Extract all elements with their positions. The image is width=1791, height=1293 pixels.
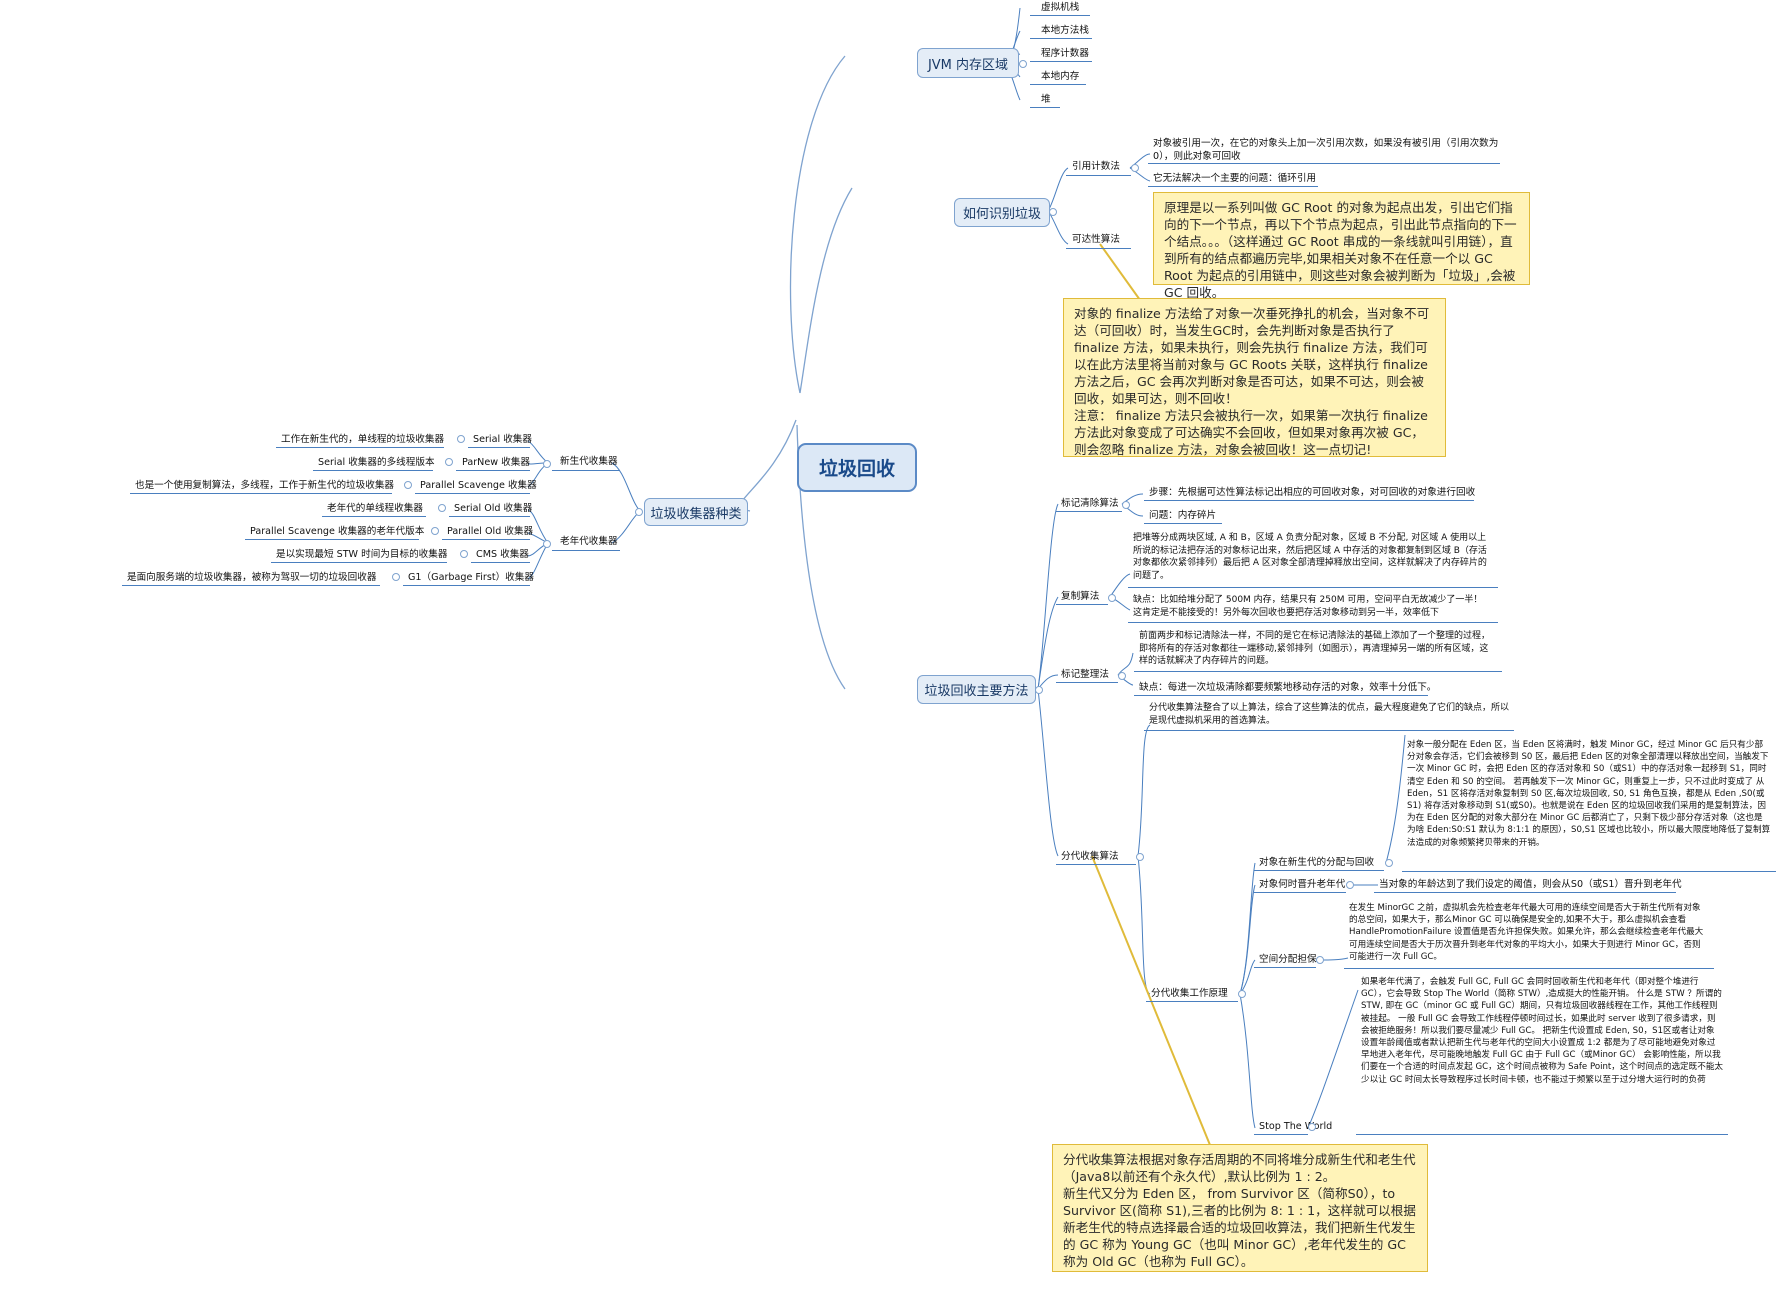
jvm-item-2: 程序计数器 xyxy=(1041,48,1089,59)
stw-label: Stop The World xyxy=(1259,1121,1333,1132)
guarantee-expander[interactable] xyxy=(1316,956,1324,964)
gc-methods-label: 垃圾回收主要方法 xyxy=(924,684,1029,699)
young-item-1-expander[interactable] xyxy=(445,458,453,466)
old-item-0-expander[interactable] xyxy=(438,504,446,512)
ref-counting-item-1: 它无法解决一个主要的问题：循环引用 xyxy=(1153,173,1317,184)
old-item-0-name: Serial Old 收集器 xyxy=(454,503,533,514)
young-alloc-expander[interactable] xyxy=(1385,859,1393,867)
young-item-2-expander[interactable] xyxy=(404,481,412,489)
guarantee-label: 空间分配担保 xyxy=(1259,954,1317,965)
young-alloc-label: 对象在新生代的分配与回收 xyxy=(1259,857,1375,868)
collector-types-expander[interactable] xyxy=(635,508,643,516)
generational-expander[interactable] xyxy=(1136,853,1144,861)
copying-item-1: 缺点：比如给堆分配了 500M 内存，结果只有 250M 可用，空间平白无故减少… xyxy=(1133,595,1483,618)
young-item-2-desc: 也是一个使用复制算法，多线程，工作于新生代的垃圾收集器 xyxy=(135,480,395,491)
identify-garbage-node[interactable]: 如何识别垃圾 xyxy=(954,198,1050,227)
copying-expander[interactable] xyxy=(1108,594,1116,602)
reachability-label: 可达性算法 xyxy=(1072,234,1120,245)
identify-garbage-label: 如何识别垃圾 xyxy=(962,207,1041,222)
collector-types-label: 垃圾收集器种类 xyxy=(650,506,742,522)
mark-sweep-item-0: 步骤：先根据可达性算法标记出相应的可回收对象，对可回收的对象进行回收 xyxy=(1149,487,1476,498)
gc-methods-expander[interactable] xyxy=(1035,686,1043,694)
stw-expander[interactable] xyxy=(1308,1123,1316,1131)
old-item-3-expander[interactable] xyxy=(392,573,400,581)
generational-label: 分代收集算法 xyxy=(1061,851,1119,862)
old-collectors-expander[interactable] xyxy=(543,540,551,548)
jvm-memory-label: JVM 内存区域 xyxy=(927,57,1009,73)
principle-expander[interactable] xyxy=(1238,990,1246,998)
old-item-1-desc: Parallel Scavenge 收集器的老年代版本 xyxy=(250,526,425,537)
old-item-2-name: CMS 收集器 xyxy=(476,549,529,560)
collector-types-node[interactable]: 垃圾收集器种类 xyxy=(644,498,748,526)
generational-intro: 分代收集算法整合了以上算法，综合了这些算法的优点，最大程度避免了它们的缺点，所以… xyxy=(1149,703,1510,726)
old-item-0-desc: 老年代的单线程收集器 xyxy=(327,503,423,514)
finalize-note: 对象的 finalize 方法给了对象一次垂死挣扎的机会，当对象不可达（可回收）… xyxy=(1063,298,1446,457)
gc-methods-node[interactable]: 垃圾回收主要方法 xyxy=(917,675,1036,704)
promotion-expander[interactable] xyxy=(1346,881,1354,889)
jvm-memory-expander[interactable] xyxy=(1019,60,1027,68)
old-item-1-expander[interactable] xyxy=(431,527,439,535)
mark-compact-item-0: 前面两步和标记清除法一样，不同的是它在标记清除法的基础上添加了一个整理的过程，即… xyxy=(1139,631,1491,666)
young-item-0-desc: 工作在新生代的，单线程的垃圾收集器 xyxy=(281,434,445,445)
old-item-3-name: G1（Garbage First）收集器 xyxy=(408,572,534,583)
guarantee-text: 在发生 MinorGC 之前，虚拟机会先检查老年代最大可用的连续空间是否大于新生… xyxy=(1349,903,1704,962)
old-item-2-desc: 是以实现最短 STW 时间为目标的收集器 xyxy=(276,549,448,560)
copying-label: 复制算法 xyxy=(1061,591,1100,602)
promotion-text: 当对象的年龄达到了我们设定的阈值，则会从S0（或S1）晋升到老年代 xyxy=(1379,879,1682,890)
root-label: 垃圾回收 xyxy=(818,458,895,480)
old-item-1-name: Parallel Old 收集器 xyxy=(447,526,534,537)
jvm-item-1: 本地方法栈 xyxy=(1041,25,1089,36)
mark-sweep-label: 标记清除算法 xyxy=(1061,498,1119,509)
root-node[interactable]: 垃圾回收 xyxy=(797,443,917,492)
copying-item-0: 把堆等分成两块区域, A 和 B，区域 A 负责分配对象，区域 B 不分配, 对… xyxy=(1133,533,1487,581)
jvm-item-4: 堆 xyxy=(1041,94,1051,105)
mark-sweep-item-1: 问题：内存碎片 xyxy=(1149,510,1217,521)
old-item-2-expander[interactable] xyxy=(460,550,468,558)
young-collectors-expander[interactable] xyxy=(543,460,551,468)
mark-compact-expander[interactable] xyxy=(1118,672,1126,680)
mark-compact-item-1: 缺点：每进一次垃圾清除都要频繁地移动存活的对象，效率十分低下。 xyxy=(1139,682,1437,693)
identify-garbage-expander[interactable] xyxy=(1049,208,1057,216)
principle-label: 分代收集工作原理 xyxy=(1151,988,1228,999)
young-item-0-name: Serial 收集器 xyxy=(473,434,532,445)
old-item-3-desc: 是面向服务端的垃圾收集器，被称为驾驭一切的垃圾回收器 xyxy=(127,572,377,583)
young-item-0-expander[interactable] xyxy=(457,435,465,443)
generational-note: 分代收集算法根据对象存活周期的不同将堆分成新生代和老生代（Java8以前还有个永… xyxy=(1052,1144,1428,1272)
young-item-1-desc: Serial 收集器的多线程版本 xyxy=(318,457,435,468)
ref-counting-expander[interactable] xyxy=(1131,164,1139,172)
ref-counting-label: 引用计数法 xyxy=(1072,161,1120,172)
jvm-memory-node[interactable]: JVM 内存区域 xyxy=(917,48,1019,78)
young-item-2-name: Parallel Scavenge 收集器 xyxy=(420,480,537,491)
young-item-1-name: ParNew 收集器 xyxy=(462,457,530,468)
mark-sweep-expander[interactable] xyxy=(1122,501,1130,509)
mark-compact-label: 标记整理法 xyxy=(1061,669,1109,680)
young-collectors-label: 新生代收集器 xyxy=(560,456,618,467)
old-collectors-label: 老年代收集器 xyxy=(560,536,618,547)
ref-counting-item-0: 对象被引用一次，在它的对象头上加一次引用次数，如果没有被引用（引用次数为0），则… xyxy=(1153,138,1499,162)
promotion-label: 对象何时晋升老年代 xyxy=(1259,879,1346,890)
jvm-item-3: 本地内存 xyxy=(1041,71,1080,82)
gcroot-note: 原理是以一系列叫做 GC Root 的对象为起点出发，引出它们指向的下一个节点，… xyxy=(1153,192,1530,300)
young-alloc-text: 对象一般分配在 Eden 区，当 Eden 区将满时，触发 Minor GC，经… xyxy=(1407,740,1771,848)
stw-text: 如果老年代满了，会触发 Full GC, Full GC 会同时回收新生代和老年… xyxy=(1361,977,1724,1085)
jvm-item-0: 虚拟机栈 xyxy=(1041,2,1080,13)
